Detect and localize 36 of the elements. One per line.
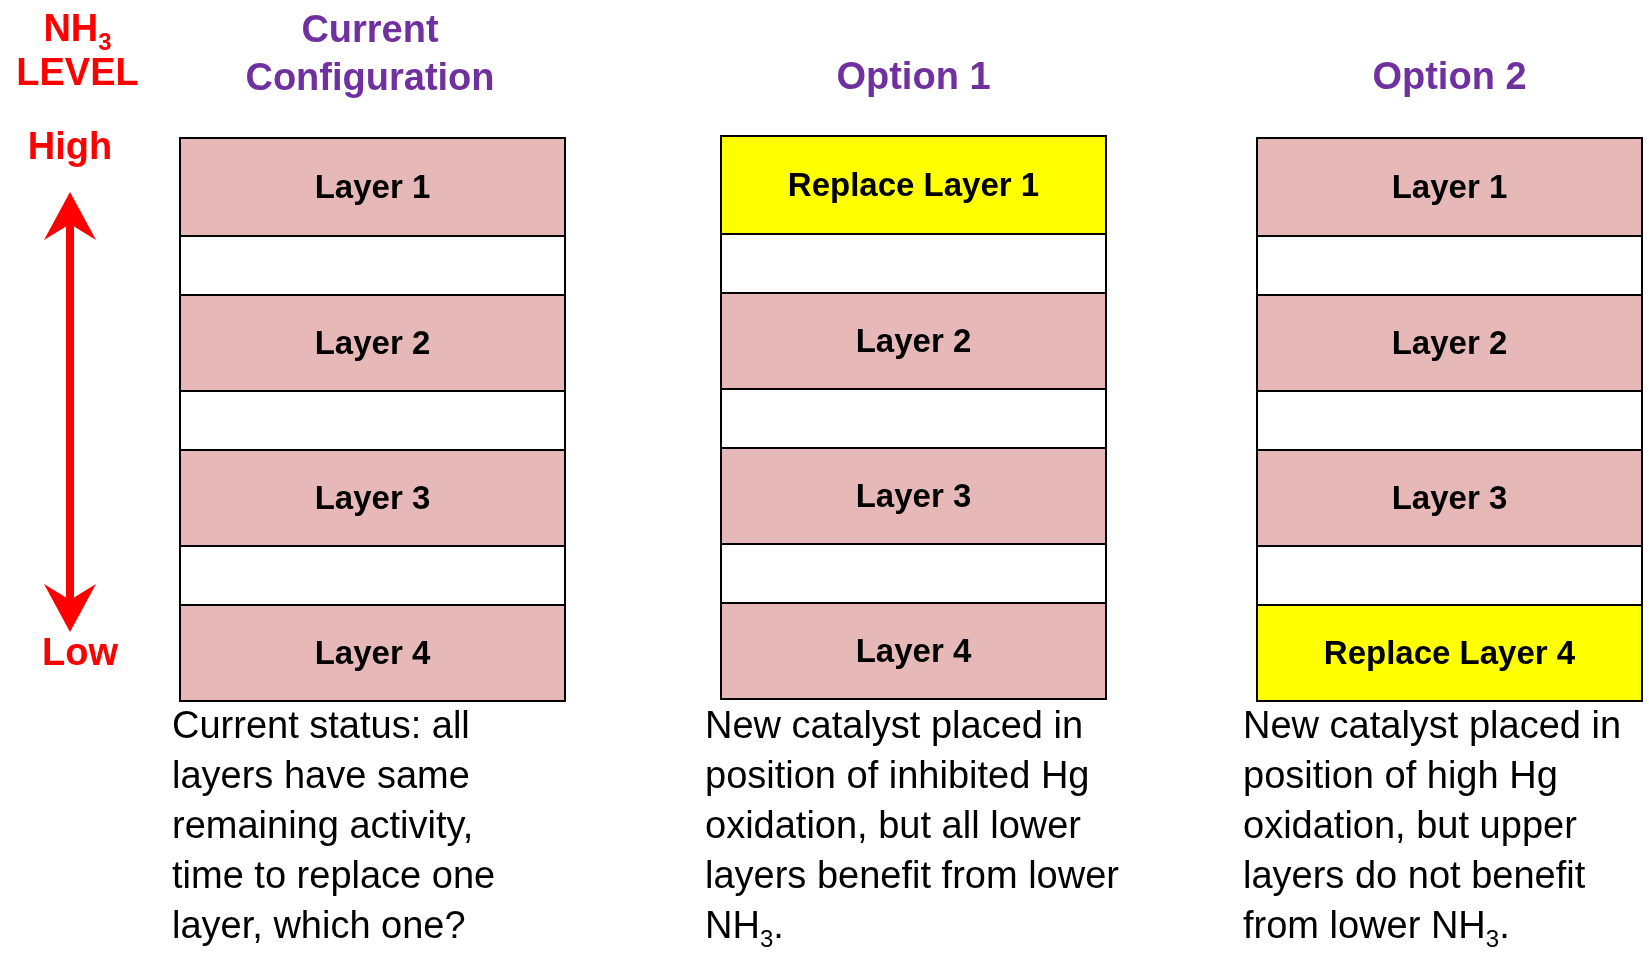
layer-label: Layer 4 (314, 634, 431, 672)
catalyst-column (179, 137, 566, 702)
catalyst-column (1256, 137, 1643, 702)
layer-label: Layer 2 (855, 322, 972, 360)
layer-label: Layer 3 (855, 477, 972, 515)
catalyst-layer (181, 449, 564, 545)
description-text: New catalyst placed in position of high Hg oxidation, but upper layers do not benefit from lower NH$_{3}$. (1243, 703, 1623, 950)
catalyst-layer (181, 294, 564, 390)
layer-label: Replace Layer 4 (1323, 634, 1576, 672)
description-text: New catalyst placed in position of inhibited Hg oxidation, but all lower layers benefit from lower NH$_{3}$. (705, 703, 1119, 950)
layer-label: Layer 4 (855, 632, 972, 670)
layer-label: Layer 3 (314, 479, 431, 517)
catalyst-column (720, 135, 1107, 700)
column-heading: Option 1 (835, 54, 992, 99)
axis-title: NH$_{3}$ LEVEL (15, 6, 140, 94)
catalyst-layer (722, 292, 1105, 388)
layer-label: Layer 1 (1391, 168, 1508, 206)
scale-label: High (26, 124, 114, 168)
catalyst-layer (1258, 294, 1641, 390)
catalyst-layer (1258, 604, 1641, 700)
description-text: Current status: all layers have same remaining activity, time to replace one layer, which one? (172, 703, 497, 948)
catalyst-layer (181, 604, 564, 700)
catalyst-layer (1258, 449, 1641, 545)
catalyst-layer (181, 139, 564, 235)
catalyst-layer (722, 447, 1105, 543)
catalyst-layer (722, 602, 1105, 698)
layer-label: Layer 3 (1391, 479, 1508, 517)
scale-label: Low (41, 630, 119, 674)
catalyst-layer (1258, 139, 1641, 235)
layer-label: Layer 2 (1391, 324, 1508, 362)
catalyst-layer (722, 137, 1105, 233)
layer-label: Layer 2 (314, 324, 431, 362)
layer-label: Replace Layer 1 (787, 166, 1040, 204)
column-heading: Option 2 (1371, 54, 1528, 99)
column-heading: Current Configuration (244, 7, 496, 100)
layer-label: Layer 1 (314, 168, 431, 206)
